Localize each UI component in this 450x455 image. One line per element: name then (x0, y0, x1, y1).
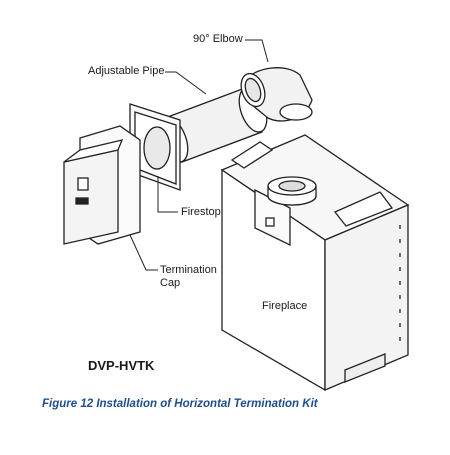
fireplace-collar (267, 176, 317, 206)
leader-lines (129, 39, 269, 271)
fireplace-top-panel (230, 141, 274, 169)
model-number: DVP-HVTK (88, 358, 155, 373)
figure-caption: Figure 12 Installation of Horizontal Ter… (42, 398, 318, 410)
label-termination-cap-line1: Termination (160, 264, 217, 276)
firestop-plate (129, 103, 181, 191)
fireplace-top-flap (333, 191, 394, 227)
fireplace-side-face (324, 204, 409, 391)
fireplace-bracket-slot (265, 217, 275, 227)
leader-elbow (245, 39, 269, 63)
label-fireplace: Fireplace (262, 300, 308, 312)
leader-pipe (165, 71, 207, 95)
label-elbow: 90° Elbow (193, 33, 243, 45)
label-firestop: Firestop (181, 206, 221, 218)
leader-firestop (157, 176, 178, 213)
fireplace-unit (220, 134, 410, 392)
label-termination-cap-line2: Cap (160, 277, 181, 289)
label-adjustable-pipe: Adjustable Pipe (88, 65, 165, 77)
termination-cap (63, 125, 141, 245)
leader-cap (129, 234, 158, 271)
elbow (240, 67, 313, 122)
fireplace-bottom-vent (344, 353, 386, 383)
